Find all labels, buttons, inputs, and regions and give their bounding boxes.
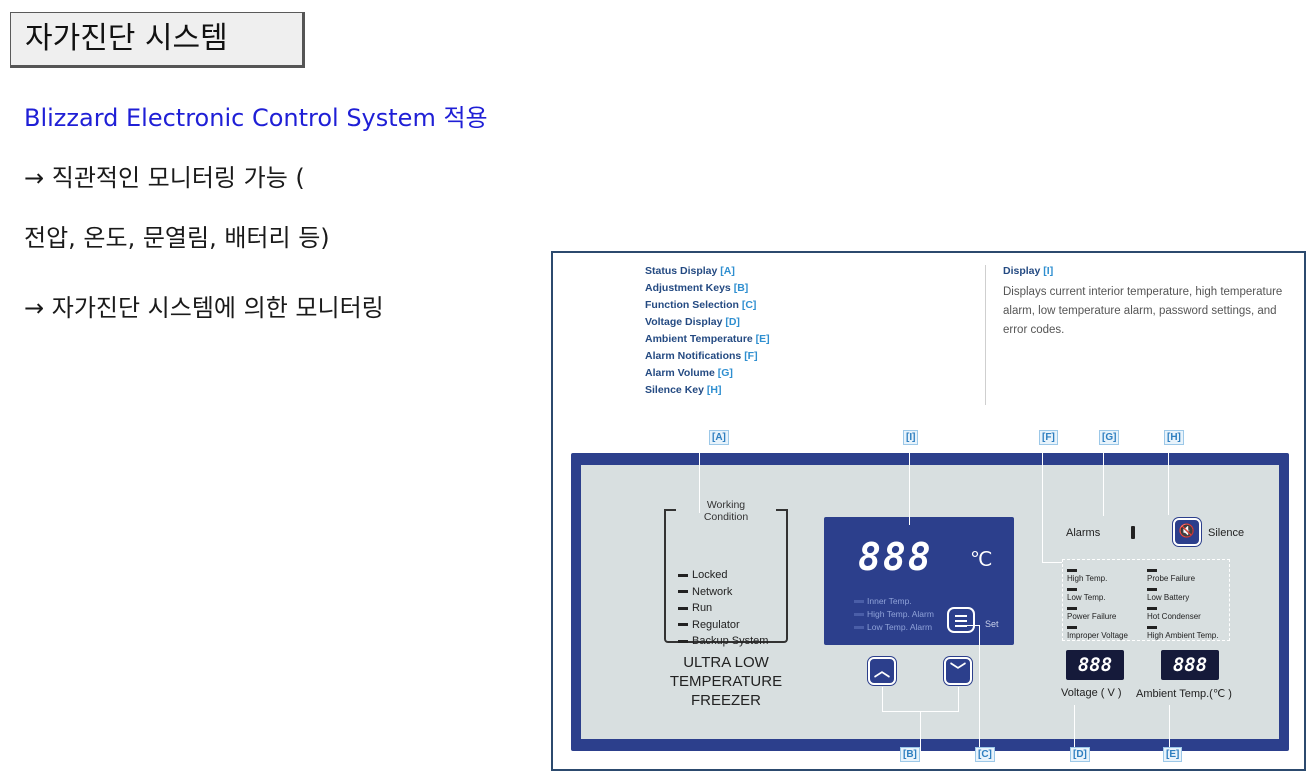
panel-face: Working Condition Locked Network Run Reg… <box>581 453 1279 751</box>
leader-d <box>1074 705 1075 751</box>
status-network: Network <box>678 584 768 601</box>
leader-i <box>909 453 910 525</box>
page-title: 자가진단 시스템 <box>10 12 305 68</box>
legend-voltage-display: Voltage Display [D] <box>645 316 740 328</box>
status-list: Locked Network Run Regulator Backup Syst… <box>678 567 768 650</box>
tag-e: [E] <box>1163 747 1183 762</box>
status-backup-system: Backup System <box>678 633 768 650</box>
alarms-label: Alarms <box>1066 527 1101 539</box>
bullet-line-3: → 자가진단 시스템에 의한 모니터링 <box>24 294 384 322</box>
legend-function-selection: Function Selection [C] <box>645 299 757 311</box>
legend-alarm-volume: Alarm Volume [G] <box>645 367 733 379</box>
celsius-unit: ℃ <box>970 549 993 571</box>
legend-alarm-notifications: Alarm Notifications [F] <box>645 350 758 362</box>
status-regulator: Regulator <box>678 617 768 634</box>
leader-f <box>1042 453 1043 563</box>
alarm-volume-indicator <box>1131 526 1135 539</box>
tag-c: [C] <box>975 747 995 762</box>
status-locked: Locked <box>678 567 768 584</box>
chevron-down-icon: ﹀ <box>949 661 966 680</box>
alarm-high-ambient-temp: High Ambient Temp. <box>1147 626 1219 640</box>
freezer-panel: Working Condition Locked Network Run Reg… <box>571 453 1289 751</box>
subtitle: Blizzard Electronic Control System 적용 <box>24 104 488 132</box>
leader-b-right <box>958 687 959 711</box>
mode-inner-temp: Inner Temp. <box>854 595 934 608</box>
voltage-display: 888 <box>1066 650 1124 680</box>
silence-label: Silence <box>1208 527 1245 539</box>
bullet-line-1: → 직관적인 모니터링 가능 ( <box>24 164 305 192</box>
alarm-low-temp: Low Temp. <box>1067 588 1106 602</box>
product-name: ULTRA LOW TEMPERATURE FREEZER <box>669 654 783 709</box>
chevron-up-icon: ︿ <box>873 661 890 680</box>
alarm-notifications-box: High Temp. Probe Failure Low Temp. Low B… <box>1062 559 1230 641</box>
voltage-label: Voltage ( V ) <box>1061 687 1122 699</box>
alarm-improper-voltage: Improper Voltage <box>1067 626 1128 640</box>
leader-a <box>699 453 700 513</box>
status-run: Run <box>678 600 768 617</box>
ambient-temp-label: Ambient Temp.(℃ ) <box>1136 688 1232 700</box>
set-label: Set <box>985 619 999 629</box>
main-display-digits: 888 <box>858 535 933 579</box>
alarm-low-battery: Low Battery <box>1147 588 1190 602</box>
silence-button[interactable]: 🔇 <box>1173 518 1201 546</box>
mode-low-temp-alarm: Low Temp. Alarm <box>854 621 934 634</box>
leader-c-h <box>958 625 979 626</box>
bullet-line-2: 전압, 온도, 문열림, 배터리 등) <box>24 224 330 252</box>
mute-speaker-icon: 🔇 <box>1178 524 1196 539</box>
working-condition-label: Working Condition <box>666 499 786 523</box>
legend-ambient-temperature: Ambient Temperature [E] <box>645 333 770 345</box>
legend-adjustment-keys: Adjustment Keys [B] <box>645 282 749 294</box>
tag-f: [F] <box>1039 430 1058 445</box>
display-mode-list: Inner Temp. High Temp. Alarm Low Temp. A… <box>854 595 934 634</box>
alarm-hot-condenser: Hot Condenser <box>1147 607 1201 621</box>
alarm-probe-failure: Probe Failure <box>1147 569 1196 583</box>
tag-i: [I] <box>903 430 919 445</box>
legend-status-display: Status Display [A] <box>645 265 735 277</box>
tag-a: [A] <box>709 430 729 445</box>
legend-silence-key: Silence Key [H] <box>645 384 722 396</box>
main-display: 888 ℃ Inner Temp. High Temp. Alarm Low T… <box>824 517 1014 645</box>
alarm-power-failure: Power Failure <box>1067 607 1117 621</box>
leader-b <box>920 711 921 751</box>
tag-d: [D] <box>1070 747 1090 762</box>
tag-h: [H] <box>1164 430 1184 445</box>
alarm-high-temp: High Temp. <box>1067 569 1108 583</box>
leader-e <box>1169 705 1170 751</box>
tag-b: [B] <box>900 747 920 762</box>
down-arrow-button[interactable]: ﹀ <box>944 657 972 685</box>
legend-display: Display [I] <box>1003 265 1054 277</box>
legend-divider <box>985 265 986 405</box>
set-menu-button[interactable] <box>947 607 975 633</box>
mode-high-temp-alarm: High Temp. Alarm <box>854 608 934 621</box>
leader-f-h <box>1042 562 1062 563</box>
control-panel-figure: Status Display [A] Adjustment Keys [B] F… <box>551 251 1306 771</box>
tag-g: [G] <box>1099 430 1120 445</box>
display-description: Displays current interior temperature, h… <box>1003 286 1283 336</box>
leader-h <box>1168 453 1169 515</box>
leader-g <box>1103 453 1104 516</box>
ambient-temp-display: 888 <box>1161 650 1219 680</box>
working-condition-box: Working Condition Locked Network Run Reg… <box>664 499 788 647</box>
up-arrow-button[interactable]: ︿ <box>868 657 896 685</box>
leader-c <box>979 625 980 751</box>
leader-b-left <box>882 687 883 711</box>
